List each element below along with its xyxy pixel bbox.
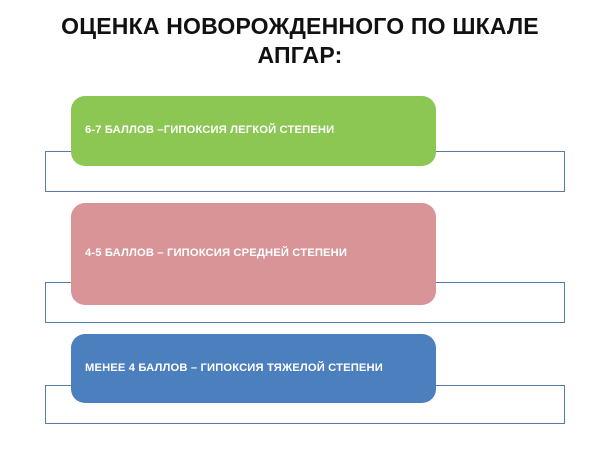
callout-label-mild: 6-7 БАЛЛОВ –ГИПОКСИЯ ЛЕГКОЙ СТЕПЕНИ	[85, 124, 335, 137]
callout-box-moderate[interactable]: 4-5 БАЛЛОВ – ГИПОКСИЯ СРЕДНЕЙ СТЕПЕНИ	[71, 203, 436, 305]
callout-box-severe[interactable]: МЕНЕЕ 4 БАЛЛОВ – ГИПОКСИЯ ТЯЖЕЛОЙ СТЕПЕН…	[71, 334, 436, 403]
callout-box-mild[interactable]: 6-7 БАЛЛОВ –ГИПОКСИЯ ЛЕГКОЙ СТЕПЕНИ	[71, 96, 436, 166]
callout-label-severe: МЕНЕЕ 4 БАЛЛОВ – ГИПОКСИЯ ТЯЖЕЛОЙ СТЕПЕН…	[85, 361, 383, 374]
callout-label-moderate: 4-5 БАЛЛОВ – ГИПОКСИЯ СРЕДНЕЙ СТЕПЕНИ	[85, 247, 348, 260]
page-title: ОЦЕНКА НОВОРОЖДЕННОГО ПО ШКАЛЕ АПГАР:	[61, 13, 539, 68]
